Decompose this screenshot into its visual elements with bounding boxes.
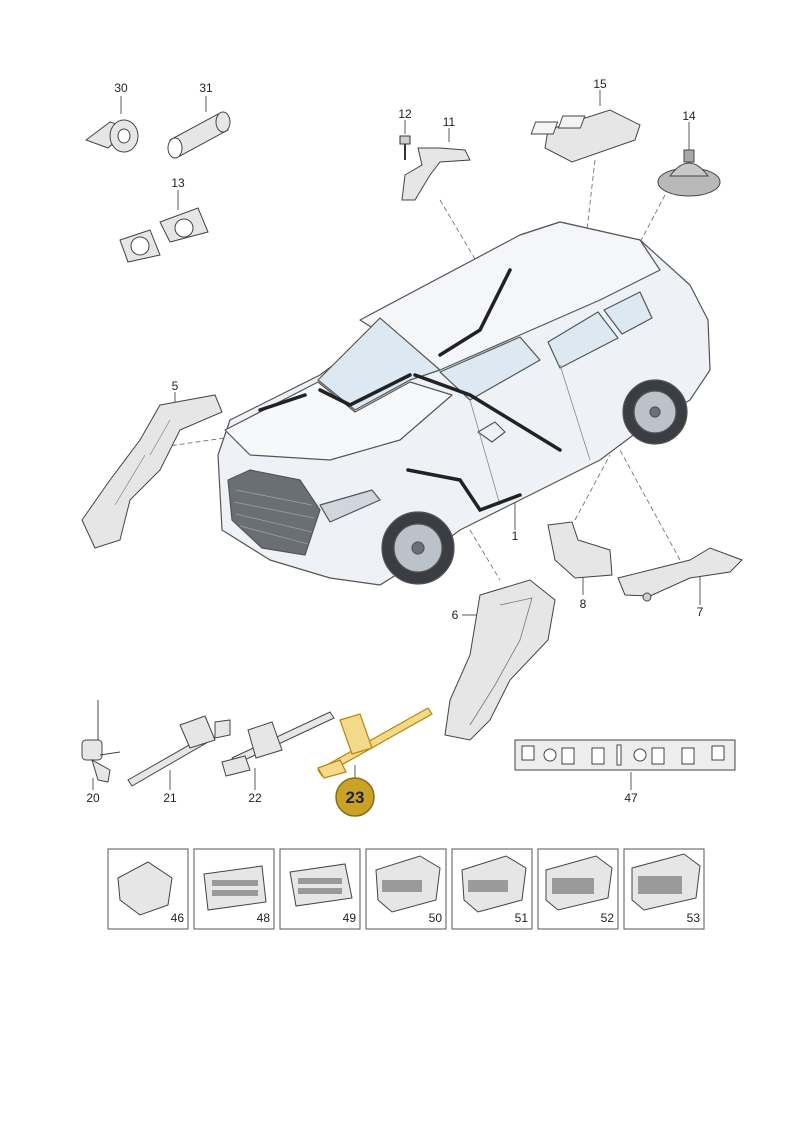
connector-label-50: 50 (429, 911, 443, 925)
clip-part-13 (119, 207, 209, 263)
trim-part-7 (617, 547, 743, 602)
tube-part-31 (167, 111, 231, 159)
connector-49-shape (289, 863, 353, 907)
connector-label-52: 52 (601, 911, 615, 925)
car-body (217, 221, 711, 586)
arch-trim-part-6 (444, 579, 556, 741)
duct-part-5 (81, 394, 223, 549)
label-11: 11 (443, 115, 456, 129)
label-13: 13 (171, 176, 185, 190)
label-12: 12 (398, 107, 412, 121)
label-1: 1 (512, 529, 519, 543)
bracket-part-11 (401, 147, 471, 201)
label-6: 6 (452, 608, 459, 622)
connector-label-48: 48 (257, 911, 271, 925)
connector-46-shape (117, 861, 173, 916)
label-22: 22 (248, 791, 262, 805)
connector-48-shape (203, 865, 267, 911)
label-5: 5 (172, 379, 179, 393)
highlight-badge: 23 (335, 777, 375, 817)
label-30: 30 (114, 81, 128, 95)
clip-set-part-47 (514, 739, 736, 771)
connector-label-51: 51 (515, 911, 529, 925)
label-31: 31 (199, 81, 213, 95)
tape-roll-part-30 (84, 119, 139, 153)
cable-tie-part-22 (221, 711, 335, 777)
label-47: 47 (624, 791, 638, 805)
door-seal-lines (258, 268, 562, 513)
connector-label-53: 53 (687, 911, 701, 925)
label-20: 20 (86, 791, 100, 805)
grommet-part-14 (657, 149, 721, 197)
connector-label-46: 46 (171, 911, 185, 925)
screw-part-12 (399, 135, 411, 160)
cable-tie-part-21 (127, 715, 231, 787)
label-ticks (92, 90, 701, 790)
label-15: 15 (593, 77, 607, 91)
connector-label-49: 49 (343, 911, 357, 925)
part-labels: 30 31 12 11 15 14 13 5 1 6 8 7 20 21 22 … (86, 77, 703, 805)
bracket-part-8 (547, 521, 613, 579)
connector-row: 46 48 49 50 51 52 53 (107, 848, 705, 930)
label-14: 14 (682, 109, 696, 123)
highlight-label: 23 (346, 788, 365, 807)
label-8: 8 (580, 597, 587, 611)
holder-part-15 (530, 109, 641, 163)
cable-tie-part-23-highlighted (317, 707, 433, 779)
label-7: 7 (697, 605, 704, 619)
label-21: 21 (163, 791, 177, 805)
sensor-part-20 (81, 700, 121, 783)
